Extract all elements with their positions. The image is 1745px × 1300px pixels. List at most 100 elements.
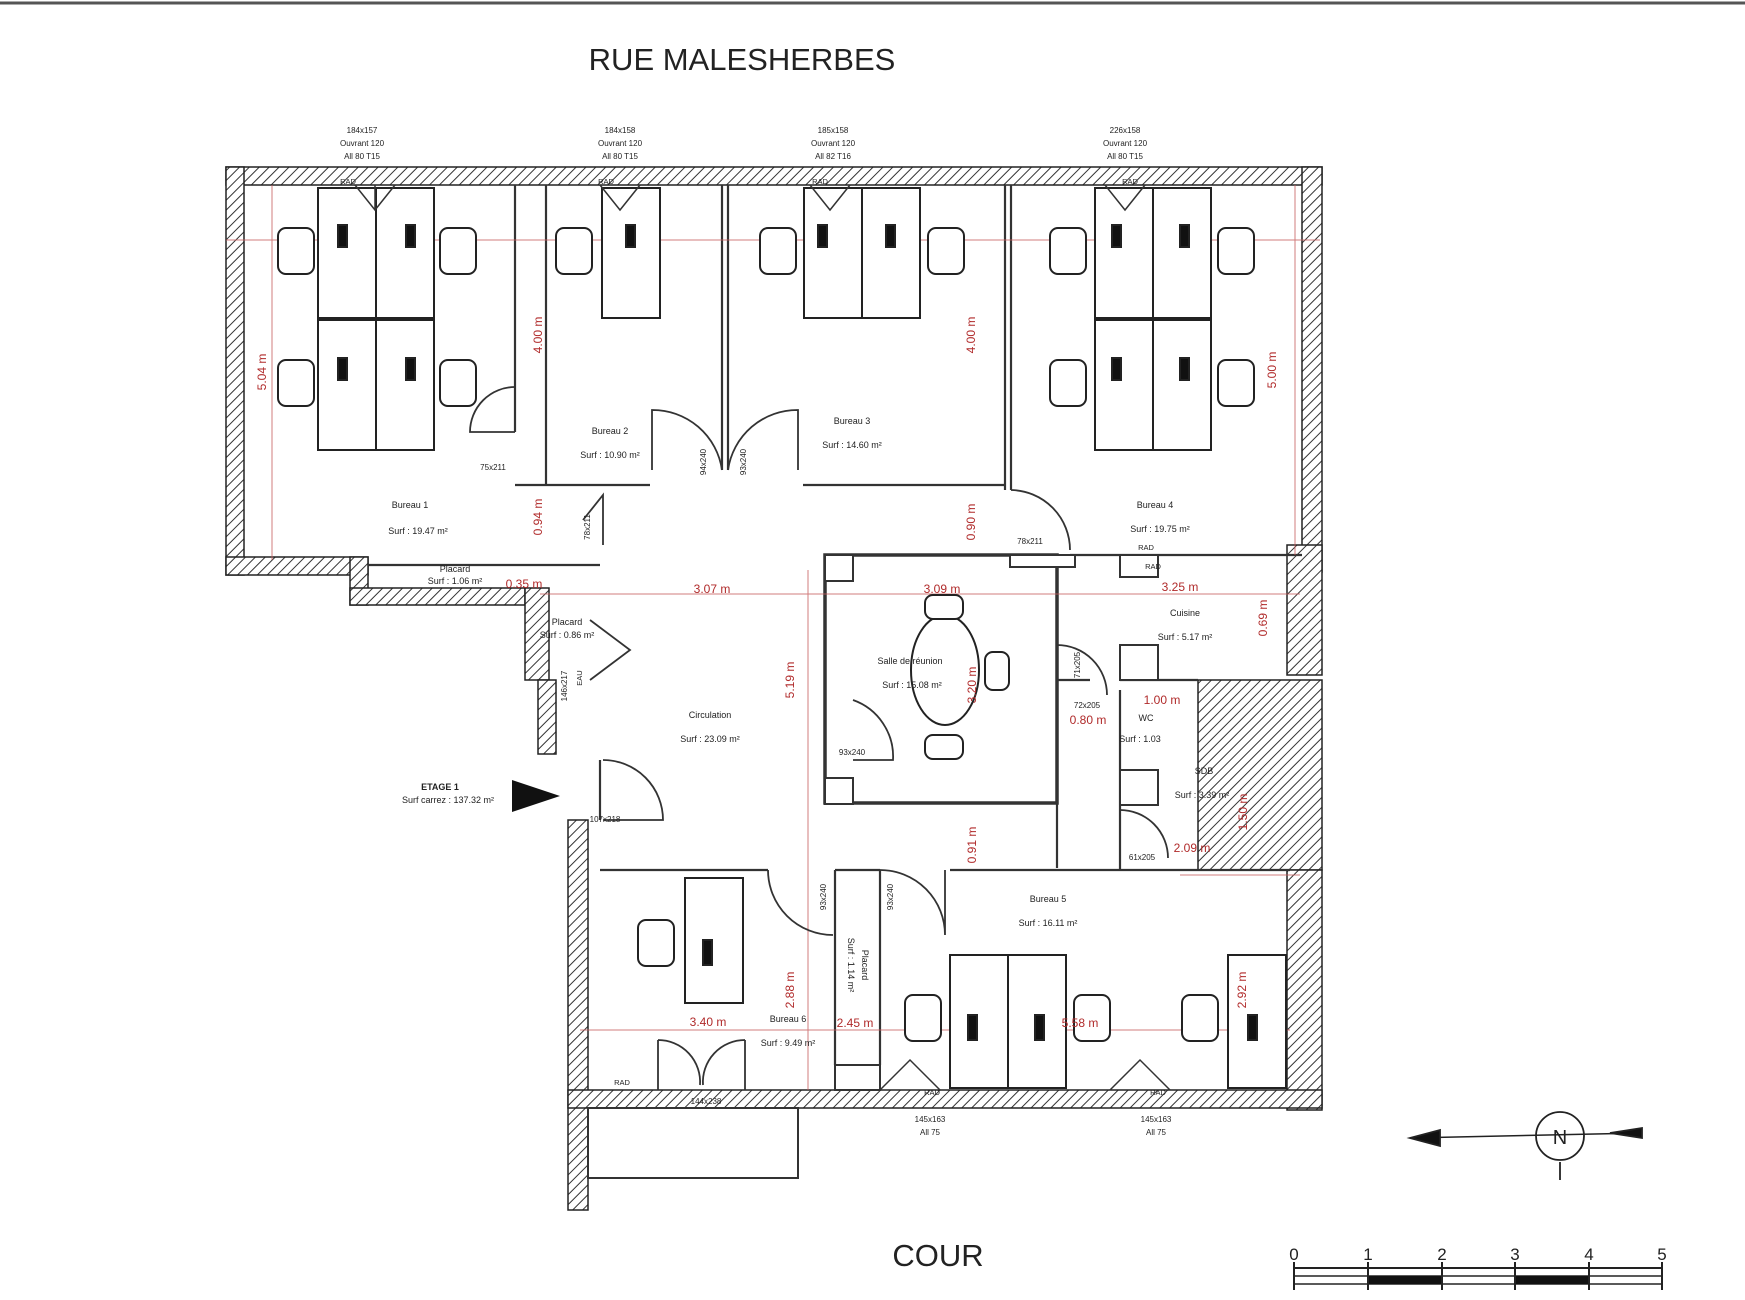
room-name: SDB bbox=[1195, 766, 1214, 776]
north-label: N bbox=[1553, 1127, 1567, 1149]
dimension: 1.50 m bbox=[1236, 794, 1250, 831]
room-surface: Surf : 19.47 m² bbox=[388, 526, 448, 536]
room-surface: Surf : 19.75 m² bbox=[1130, 524, 1190, 534]
scale-tick-label: 4 bbox=[1584, 1245, 1593, 1264]
door-size: 78x211 bbox=[1017, 537, 1043, 546]
window-ouvrant: Ouvrant 120 bbox=[1103, 139, 1148, 148]
scale-tick-label: 3 bbox=[1510, 1245, 1519, 1264]
desk-cluster-bureau5 bbox=[904, 954, 1287, 1089]
door-size: 78x211 bbox=[583, 514, 592, 540]
entry-arrow-icon bbox=[512, 780, 560, 812]
rad-label: RAD bbox=[812, 177, 828, 186]
door-labels: 75x211 78x211 78x211 94x240 93x240 93x24… bbox=[480, 448, 1156, 1106]
window-ouvrant: Ouvrant 120 bbox=[598, 139, 643, 148]
window-size: 145x163 bbox=[1141, 1115, 1172, 1124]
scale-tick-label: 2 bbox=[1437, 1245, 1446, 1264]
window-spec: All 80 T15 bbox=[1107, 152, 1143, 161]
rad-label: RAD bbox=[614, 1078, 630, 1087]
dimension: 0.35 m bbox=[506, 577, 543, 591]
room-name: Bureau 1 bbox=[392, 500, 429, 510]
wall-posts bbox=[824, 554, 1159, 1091]
rad-label: RAD bbox=[1138, 543, 1154, 552]
door-swings bbox=[469, 386, 1169, 1090]
door-size: 144x238 bbox=[691, 1097, 722, 1106]
dimension: 0.80 m bbox=[1070, 713, 1107, 727]
door-size: 93x240 bbox=[739, 448, 748, 475]
window-spec: All 80 T15 bbox=[602, 152, 638, 161]
dimension: 5.58 m bbox=[1062, 1016, 1099, 1030]
rad-label: RAD bbox=[924, 1088, 940, 1097]
door-size: 93x240 bbox=[886, 883, 895, 910]
north-arrow-icon: N bbox=[1406, 1111, 1643, 1180]
door-size: 146x217 bbox=[560, 670, 569, 701]
room-name: Salle de réunion bbox=[877, 656, 942, 666]
window-spec: All 75 bbox=[1146, 1128, 1167, 1137]
desk-cluster-bureau1 bbox=[277, 187, 477, 451]
window-shutters bbox=[354, 184, 1171, 1091]
dimension: 4.00 m bbox=[964, 317, 978, 354]
room-name: Bureau 6 bbox=[770, 1014, 807, 1024]
rad-label: RAD bbox=[1122, 177, 1138, 186]
dimension: 2.45 m bbox=[837, 1016, 874, 1030]
rad-label: RAD bbox=[340, 177, 356, 186]
meeting-table bbox=[910, 594, 1010, 760]
door-size: 94x240 bbox=[699, 448, 708, 475]
exterior-walls bbox=[225, 166, 1323, 1211]
dimension: 5.00 m bbox=[1265, 352, 1279, 389]
dimension: 3.25 m bbox=[1162, 580, 1199, 594]
dimension-labels: 5.04 m 4.00 m 4.00 m 5.00 m 0.94 m 0.90 … bbox=[255, 317, 1279, 1030]
room-name: Placard bbox=[440, 564, 471, 574]
window-ouvrant: Ouvrant 120 bbox=[811, 139, 856, 148]
scale-tick-label: 1 bbox=[1363, 1245, 1372, 1264]
room-surface: Surf : 14.60 m² bbox=[822, 440, 882, 450]
door-size: 93x240 bbox=[819, 883, 828, 910]
eau-label: EAU bbox=[575, 670, 584, 685]
room-name: Bureau 5 bbox=[1030, 894, 1067, 904]
door-size: 75x211 bbox=[480, 463, 506, 472]
window-spec: All 80 T15 bbox=[344, 152, 380, 161]
dimension: 0.94 m bbox=[531, 499, 545, 536]
room-surface: Surf : 0.86 m² bbox=[540, 630, 595, 640]
street-title: RUE MALESHERBES bbox=[589, 42, 896, 77]
dimension: 0.91 m bbox=[965, 827, 979, 864]
surf-carrez-label: Surf carrez : 137.32 m² bbox=[402, 795, 494, 805]
dimension: 2.88 m bbox=[783, 972, 797, 1009]
dimension: 0.90 m bbox=[964, 504, 978, 541]
dimension: 5.04 m bbox=[255, 354, 269, 391]
rad-label: RAD bbox=[598, 177, 614, 186]
room-surface: Surf : 1.06 m² bbox=[428, 576, 483, 586]
room-name: Placard bbox=[860, 950, 870, 981]
room-surface: Surf : 1.14 m² bbox=[846, 938, 856, 993]
room-surface: Surf : 9.49 m² bbox=[761, 1038, 816, 1048]
room-name: Bureau 3 bbox=[834, 416, 871, 426]
room-labels: Bureau 1 Surf : 19.47 m² Bureau 2 Surf :… bbox=[388, 416, 1229, 1048]
dimension: 2.09 m bbox=[1174, 841, 1211, 855]
entry-label: ETAGE 1 Surf carrez : 137.32 m² bbox=[402, 782, 494, 805]
scale-tick-label: 5 bbox=[1657, 1245, 1666, 1264]
interior-walls bbox=[368, 185, 1302, 1065]
desk-cluster-bureau3 bbox=[759, 187, 965, 319]
scale-bar: 0 1 2 3 4 5 bbox=[1289, 1245, 1667, 1290]
window-spec: All 82 T16 bbox=[815, 152, 851, 161]
room-name: Cuisine bbox=[1170, 608, 1200, 618]
rad-label: RAD bbox=[1150, 1088, 1166, 1097]
room-surface: Surf : 23.09 m² bbox=[680, 734, 740, 744]
door-size: 71x205 bbox=[1073, 651, 1082, 678]
room-surface: Surf : 10.90 m² bbox=[580, 450, 640, 460]
scale-tick-label: 0 bbox=[1289, 1245, 1298, 1264]
door-size: 107x218 bbox=[590, 815, 621, 824]
dimension: 4.00 m bbox=[531, 317, 545, 354]
room-surface: Surf : 3.39 m² bbox=[1175, 790, 1230, 800]
door-size: 93x240 bbox=[839, 748, 866, 757]
room-name: Bureau 4 bbox=[1137, 500, 1174, 510]
desk-cluster-bureau6 bbox=[637, 877, 744, 1004]
dimension: 3.07 m bbox=[694, 582, 731, 596]
window-labels-bottom: 145x163 All 75 145x163 All 75 RAD RAD RA… bbox=[614, 543, 1172, 1137]
door-size: 72x205 bbox=[1074, 701, 1101, 710]
window-size: 226x158 bbox=[1110, 126, 1141, 135]
dimension: 1.00 m bbox=[1144, 693, 1181, 707]
dimension: 5.19 m bbox=[783, 662, 797, 699]
rad-label: RAD bbox=[1145, 562, 1161, 571]
room-name: Bureau 2 bbox=[592, 426, 629, 436]
